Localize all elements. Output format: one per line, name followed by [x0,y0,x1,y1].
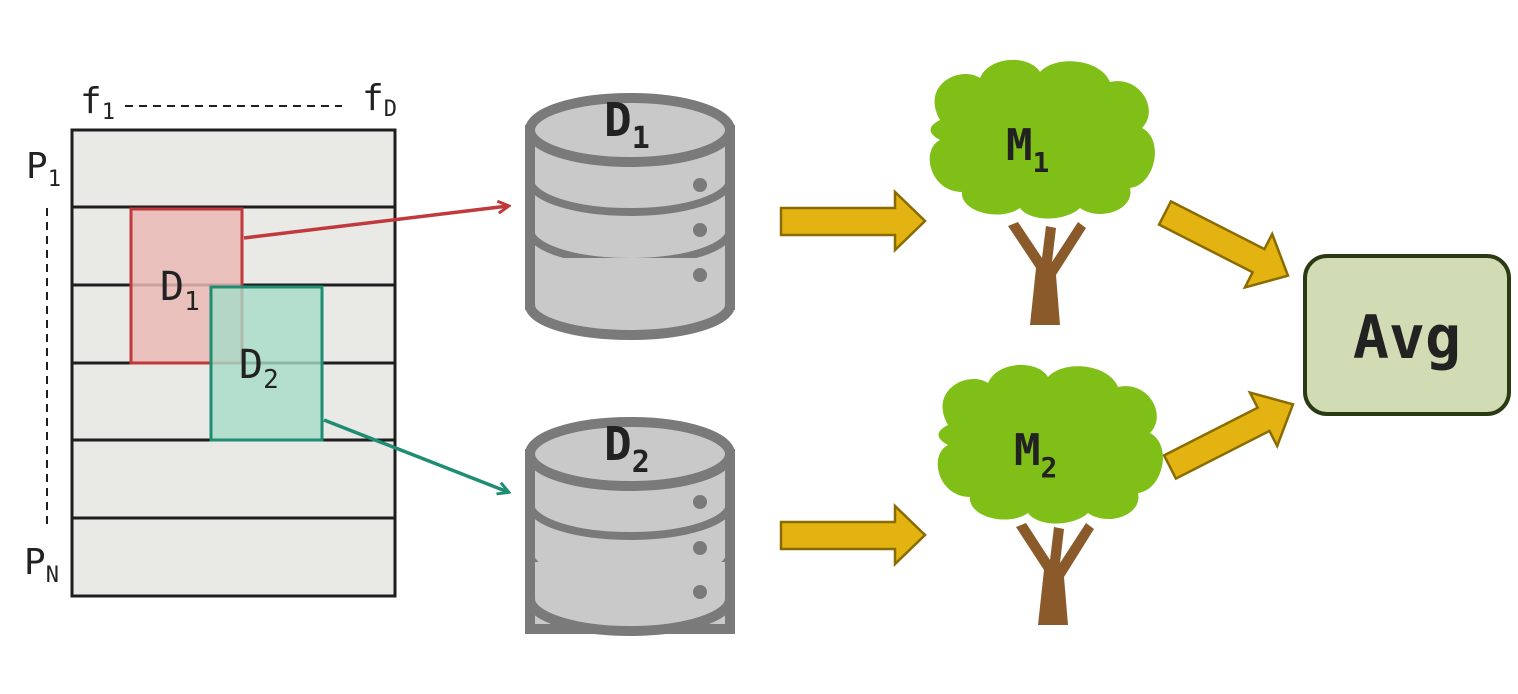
dataset-d2-label: D2 [604,417,650,480]
feature-first-label: f1 [80,81,115,125]
row-last-label: PN [24,542,59,588]
average-label: Avg [1353,303,1461,373]
model-m2-tree-icon: M2 [937,364,1163,625]
subset-d2-label: D2 [239,342,279,395]
row-first-label: P1 [26,146,61,192]
sample-arrow-d1 [243,206,508,240]
subset-d2-region [209,285,324,442]
sample-arrow-d2 [323,418,508,492]
dataset-d1-database: D1 [525,93,735,340]
train-arrow-2 [779,503,927,567]
data-matrix: f1 fD P1 PN D1 D2 [24,78,397,598]
model-m2-label: M2 [1014,425,1057,484]
feature-last-label: fD [362,78,397,122]
dataset-d1-label: D1 [604,93,650,156]
model-m1-tree-icon: M1 [929,59,1155,325]
model-m1-label: M1 [1006,120,1049,179]
train-arrow-1 [779,189,927,253]
dataset-d2-database: D2 [525,417,735,636]
aggregate-arrow-1 [1157,199,1290,290]
subset-d1-label: D1 [160,264,200,317]
average-box: Avg [1303,254,1511,416]
aggregate-arrow-2 [1162,390,1295,481]
